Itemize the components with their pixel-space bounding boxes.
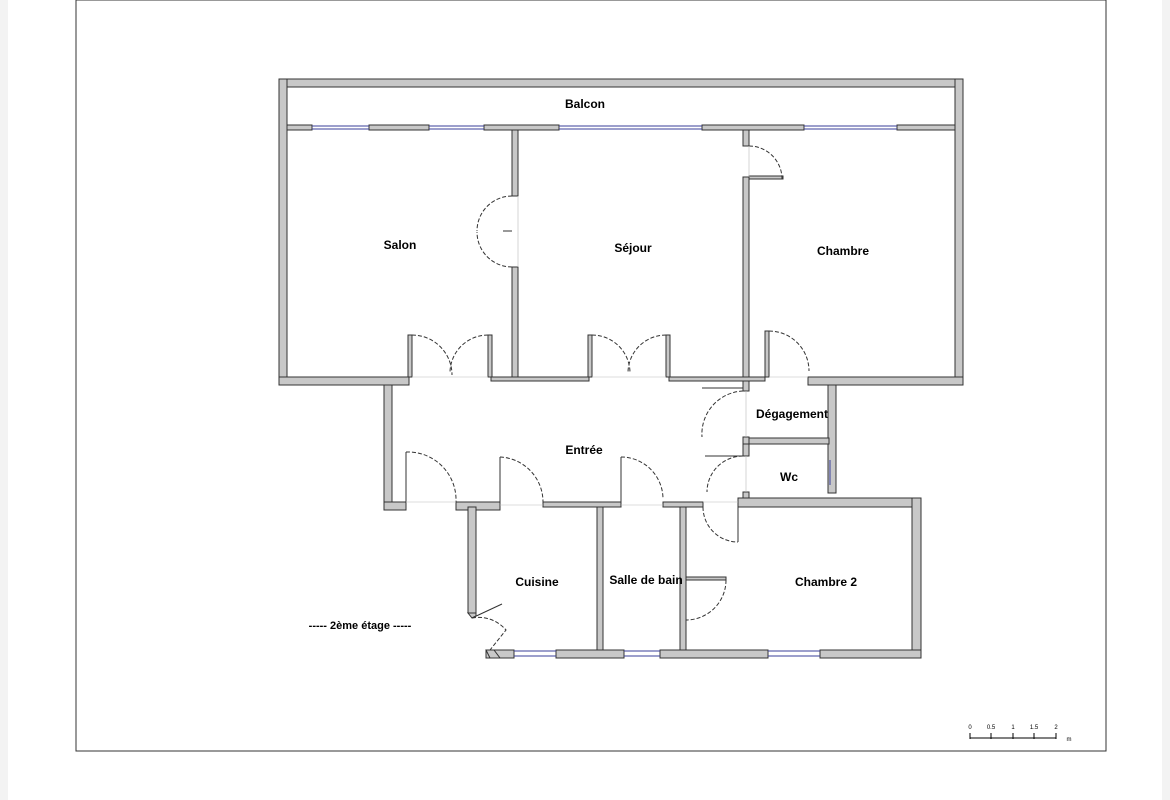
door-swing [685, 579, 727, 621]
wall [542, 501, 622, 508]
wall [485, 649, 501, 659]
wall [490, 376, 590, 382]
scale-bar: 0 0.5 1 1.5 2 m [968, 725, 1071, 743]
windows [312, 125, 897, 657]
wall [742, 443, 750, 457]
door-swing [591, 334, 631, 374]
door-swing [449, 334, 489, 374]
door-swing [499, 456, 544, 503]
wall [896, 124, 956, 131]
wall [467, 506, 477, 614]
wall [278, 78, 964, 88]
wall [701, 124, 805, 131]
wall [668, 376, 766, 382]
wall [455, 501, 501, 511]
thresholds [406, 146, 808, 506]
wall [662, 501, 704, 508]
room-label-chambre: Chambre [817, 244, 869, 258]
door-swing [768, 330, 810, 372]
wall [383, 501, 407, 511]
wall [511, 129, 519, 197]
door-swing [620, 456, 664, 500]
floor-plan-sheet: Balcon Salon Séjour Chambre Dégagement E… [8, 0, 1162, 800]
wall [278, 78, 288, 386]
wall [911, 497, 922, 659]
wall [368, 124, 430, 131]
wall [954, 78, 964, 386]
door-swing [411, 334, 453, 376]
floor-level-label: ----- 2ème étage ----- [309, 620, 412, 632]
wall [596, 506, 604, 651]
wall [764, 330, 770, 378]
wall [286, 124, 313, 131]
door-swing [476, 195, 513, 232]
wall [483, 124, 560, 131]
wall [555, 649, 625, 659]
room-label-salon: Salon [384, 238, 417, 252]
room-label-degagement: Dégagement [756, 407, 828, 421]
door-swing [702, 506, 739, 543]
scale-tick-label: 0 [968, 725, 972, 731]
wall [487, 334, 493, 378]
room-label-balcon: Balcon [565, 97, 605, 111]
doors [405, 145, 810, 651]
wall [511, 266, 519, 378]
door-leaf [471, 603, 503, 619]
wall [665, 334, 671, 378]
wall [587, 334, 593, 378]
wall [807, 376, 964, 386]
wall [407, 334, 413, 378]
scale-tick-label: 1.5 [1030, 725, 1039, 731]
door-swing [706, 455, 744, 493]
door-swing [476, 231, 513, 268]
scale-tick-label: 0.5 [987, 725, 996, 731]
sheet-frame [75, 0, 1107, 752]
wall [383, 384, 393, 511]
door-swing [405, 451, 457, 503]
door-swing [471, 616, 507, 651]
door-swing [701, 390, 744, 438]
wall [685, 576, 727, 581]
wall [278, 376, 410, 386]
floor-plan-drawing: Balcon Salon Séjour Chambre Dégagement E… [75, 0, 1107, 752]
walls [278, 78, 964, 659]
wall [742, 176, 750, 378]
room-label-chambre-2: Chambre 2 [795, 575, 857, 589]
room-label-cuisine: Cuisine [515, 575, 559, 589]
scale-tick-label: 1 [1011, 725, 1015, 731]
wall [748, 175, 784, 180]
wall [742, 129, 750, 147]
room-label-sejour: Séjour [614, 241, 652, 255]
room-label-wc: Wc [780, 470, 798, 484]
door-swing [627, 334, 667, 374]
wall [659, 649, 769, 659]
wall [737, 497, 921, 508]
door-swing [748, 145, 783, 180]
wall [748, 437, 830, 445]
wall [819, 649, 922, 659]
scale-tick-label: 2 [1054, 725, 1058, 731]
wall [742, 380, 750, 392]
room-label-salle-de-bain: Salle de bain [609, 573, 682, 587]
room-label-entree: Entrée [565, 443, 603, 457]
scale-unit-label: m [1067, 737, 1072, 743]
